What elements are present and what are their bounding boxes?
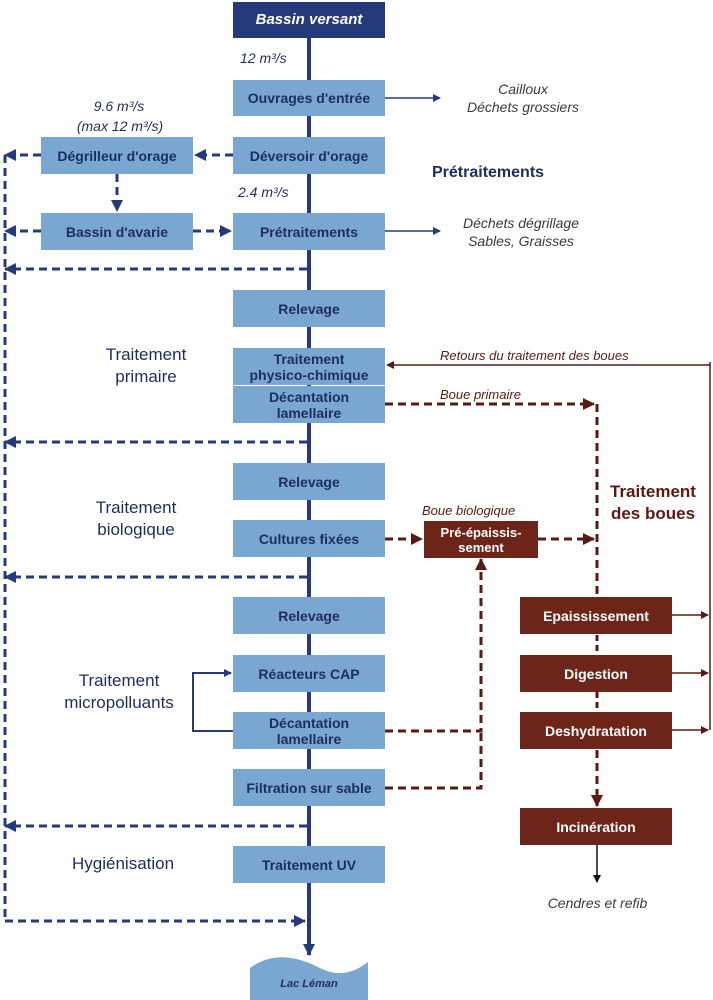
step-label: Digestion (564, 665, 628, 682)
bypass-max-label: (max 12 m³/s) (76, 118, 164, 134)
section-hygienisation: Hygiénisation (72, 854, 175, 873)
step-digestion[interactable]: Digestion (520, 655, 672, 692)
bypass-flow-label: 9.6 m³/s (93, 98, 145, 114)
step-label: Pré-épaissis- (440, 524, 522, 540)
lake-shape (250, 957, 368, 1000)
step-incineration[interactable]: Incinération (520, 808, 672, 845)
step-label: lamellaire (276, 404, 342, 421)
output-line: Déchets grossiers (466, 99, 580, 115)
section-pretraitements: Prétraitements (432, 164, 545, 181)
step-label: Traitement (273, 350, 345, 367)
step-label: Décantation (268, 388, 350, 405)
step-epaississement[interactable]: Epaississement (520, 597, 672, 634)
output-line: Sables, Graisses (468, 233, 574, 249)
step-label: Incinération (556, 818, 636, 835)
step-label: Relevage (278, 473, 340, 490)
step-label: Bassin d'avarie (65, 223, 169, 240)
output-line: Déchets dégrillage (463, 215, 579, 231)
step-label: Filtration sur sable (246, 779, 372, 796)
step-label: Cultures fixées (258, 530, 360, 547)
arrow-decant2-sludge (385, 558, 487, 733)
step-deversoir[interactable]: Déversoir d'orage (233, 137, 385, 174)
arrow-recirculation (192, 669, 233, 732)
step-physico-chimique[interactable]: Traitement physico-chimique (233, 348, 385, 385)
label-boue-primaire: Boue primaire (440, 387, 521, 402)
step-label: Relevage (278, 300, 340, 317)
step-label: Décantation (268, 714, 350, 731)
step-pretraitements[interactable]: Prétraitements (233, 213, 385, 250)
output-cendres: Cendres et refib (547, 895, 648, 911)
step-label: Réacteurs CAP (258, 665, 360, 682)
step-label: physico-chimique (249, 366, 369, 383)
section-line: primaire (115, 367, 177, 386)
output-pretraitements: Déchets dégrillage Sables, Graisses (446, 214, 596, 250)
step-degrilleur[interactable]: Dégrilleur d'orage (41, 137, 193, 174)
step-ouvrages[interactable]: Ouvrages d'entrée (233, 80, 385, 116)
section-biologique: Traitement biologique (86, 497, 186, 541)
step-label: Deshydratation (545, 722, 647, 739)
output-line: Cailloux (498, 81, 548, 97)
step-deshydratation[interactable]: Deshydratation (520, 712, 672, 749)
step-label: Traitement UV (261, 856, 357, 873)
section-line: Traitement (105, 345, 187, 364)
step-traitement-uv[interactable]: Traitement UV (233, 846, 385, 883)
section-line: des boues (610, 504, 696, 523)
step-bassin-avarie[interactable]: Bassin d'avarie (41, 213, 193, 250)
section-line: biologique (97, 520, 175, 539)
step-relevage-3[interactable]: Relevage (233, 597, 385, 634)
step-pre-epaississement[interactable]: Pré-épaissis- sement (424, 521, 538, 558)
section-line: micropolluants (64, 693, 174, 712)
section-line: Traitement (78, 671, 160, 690)
lake-label: Lac Léman (280, 978, 338, 990)
step-relevage-1[interactable]: Relevage (233, 290, 385, 327)
step-label: lamellaire (276, 730, 342, 747)
source-label: Bassin versant (255, 11, 363, 28)
step-label: Relevage (278, 607, 340, 624)
section-line: Traitement (610, 482, 696, 501)
label-boue-biologique: Boue biologique (422, 503, 516, 518)
step-label: sement (458, 539, 504, 555)
step-label: Ouvrages d'entrée (247, 90, 371, 106)
section-boues: Traitement des boues (603, 481, 703, 525)
section-primaire: Traitement primaire (96, 344, 196, 388)
output-ouvrages: Cailloux Déchets grossiers (448, 80, 598, 116)
source-box[interactable]: Bassin versant (233, 2, 385, 38)
section-micropolluants: Traitement micropolluants (44, 670, 194, 714)
step-label: Prétraitements (259, 223, 359, 240)
section-line: Traitement (95, 498, 177, 517)
step-cultures-fixees[interactable]: Cultures fixées (233, 520, 385, 557)
label-retours: Retours du traitement des boues (440, 348, 629, 363)
step-label: Epaississement (543, 607, 649, 624)
step-label: Dégrilleur d'orage (57, 147, 177, 164)
treated-flow-label: 2.4 m³/s (238, 184, 289, 200)
step-decantation-2[interactable]: Décantation lamellaire (233, 712, 385, 749)
step-relevage-2[interactable]: Relevage (233, 463, 385, 500)
step-decantation-1[interactable]: Décantation lamellaire (233, 386, 385, 423)
step-label: Déversoir d'orage (249, 147, 369, 164)
inlet-flow-label: 12 m³/s (240, 50, 287, 66)
step-reacteurs-cap[interactable]: Réacteurs CAP (233, 655, 385, 692)
step-filtration[interactable]: Filtration sur sable (233, 769, 385, 806)
lake: Lac Léman (250, 950, 368, 1000)
arrow-filtration-sludge (385, 731, 483, 790)
